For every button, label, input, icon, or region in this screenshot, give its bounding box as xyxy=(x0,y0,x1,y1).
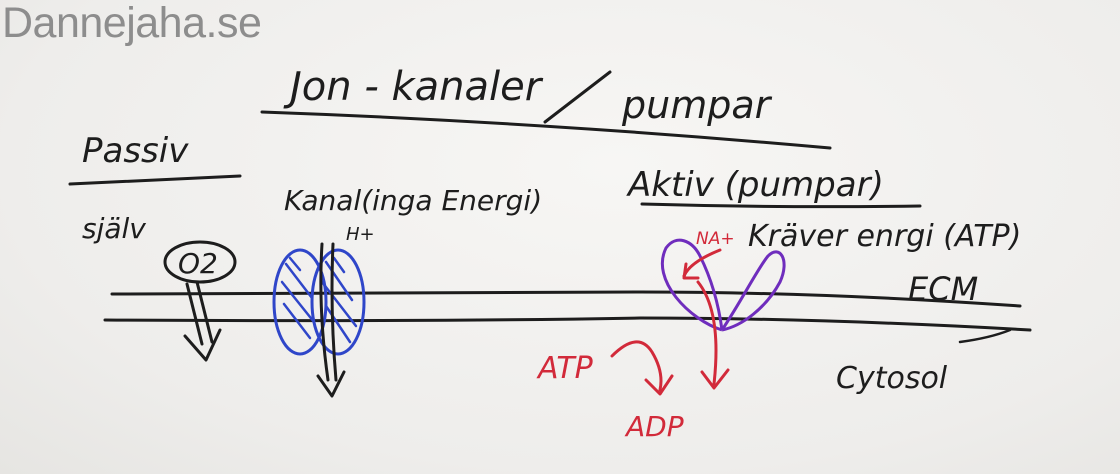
title-underline xyxy=(260,110,832,150)
energy-arrows xyxy=(610,248,730,396)
energy-label: Kräver enrgi (ATP) xyxy=(748,219,1021,254)
channel-arrow-head xyxy=(316,370,346,398)
membrane-outer-line xyxy=(110,290,1022,308)
channel-right-subunit xyxy=(310,248,366,356)
channel-flow-arrow xyxy=(319,242,338,382)
channel-hatching xyxy=(280,256,358,344)
membrane-inner-line xyxy=(103,316,1032,332)
self-label: själv xyxy=(82,212,146,245)
adp-label: ADP xyxy=(624,410,684,443)
pump-ion-label: NA+ xyxy=(696,229,735,249)
title-pumps: pumpar xyxy=(621,83,773,127)
channel-label: Kanal(inga Energi) xyxy=(284,184,542,217)
membrane-extra-stroke xyxy=(958,328,1012,344)
o2-molecule-bubble xyxy=(163,240,237,284)
atp-to-adp-arrow-head xyxy=(644,374,674,396)
title-slash xyxy=(543,70,612,124)
cytosol-label: Cytosol xyxy=(836,361,948,396)
channel-protein xyxy=(272,248,366,356)
watermark-logo: Dannejaha.se xyxy=(2,0,262,47)
atp-label: ATP xyxy=(536,351,594,386)
o2-label: O2 xyxy=(178,247,218,280)
ion-entry-arrow-head xyxy=(682,262,700,280)
ecm-label: ECM xyxy=(908,270,978,308)
ion-exit-arrow-head xyxy=(700,368,730,390)
ion-exit-arrow xyxy=(696,280,718,386)
title-ion-channels: Jon - kanaler xyxy=(283,64,544,110)
diffusion-arrow-head xyxy=(183,328,222,362)
active-underline xyxy=(640,202,922,209)
atp-to-adp-arrow xyxy=(610,340,663,392)
pump-protein xyxy=(660,238,786,332)
active-heading: Aktiv (pumpar) xyxy=(626,165,884,205)
passive-underline xyxy=(68,174,242,186)
passive-heading: Passiv xyxy=(82,131,189,171)
diffusion-arrow xyxy=(185,280,214,346)
channel-ion-label: H+ xyxy=(346,224,375,245)
pump-left-lobe xyxy=(660,238,724,332)
pump-right-lobe xyxy=(720,250,786,332)
channel-left-subunit xyxy=(272,248,328,356)
